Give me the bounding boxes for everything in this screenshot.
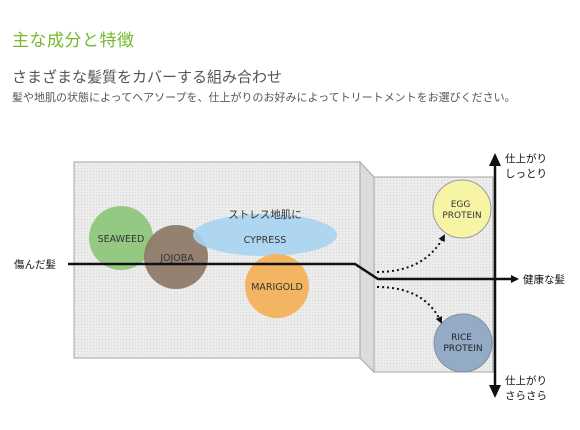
cypress-label: CYPRESS — [244, 235, 287, 246]
egg-protein-line-1: EGG — [451, 200, 471, 210]
egg-protein-label: EGG PROTEIN — [442, 200, 481, 221]
rice-protein-circle — [433, 313, 493, 373]
rice-protein-line-1: RICE — [451, 333, 472, 343]
healthy-hair-label: 健康な髪 — [523, 273, 565, 286]
rice-protein-line-2: PROTEIN — [443, 344, 482, 354]
moist-finish-line-1: 仕上がり — [505, 152, 547, 165]
panel-connector — [359, 160, 375, 374]
rice-protein-label: RICE PROTEIN — [443, 333, 482, 354]
seaweed-label: SEAWEED — [98, 234, 145, 245]
jojoba-label: JOJOBA — [159, 253, 194, 264]
marigold-label: MARIGOLD — [251, 282, 303, 293]
seaweed-circle — [89, 206, 153, 270]
section-title: 主な成分と特徴 — [12, 31, 135, 51]
description-text: 髪や地肌の状態によってヘアソープを、仕上がりのお好みによってトリートメントをお選… — [12, 91, 516, 104]
dotted-arrow-to-rice — [376, 286, 443, 324]
smooth-finish-line-1: 仕上がり — [505, 374, 547, 387]
smooth-finish-line-2: さらさら — [505, 390, 547, 402]
axis-arrow-up — [489, 153, 501, 166]
damage-to-health-line — [68, 262, 505, 281]
axis-arrow-down — [489, 385, 501, 398]
egg-protein-circle — [432, 179, 492, 239]
moist-finish-line-2: しっとり — [505, 168, 547, 180]
moist-finish-label: 仕上がり しっとり — [505, 152, 550, 180]
egg-protein-line-2: PROTEIN — [442, 211, 481, 221]
stress-scalp-label: ストレス地肌に — [228, 208, 302, 221]
smooth-finish-label: 仕上がり さらさら — [505, 374, 550, 402]
damaged-hair-label: 傷んだ髪 — [14, 258, 56, 271]
marigold-circle — [245, 254, 309, 318]
cypress-ellipse — [193, 214, 337, 256]
page-subtitle: さまざまな髪質をカバーする組み合わせ — [12, 68, 283, 86]
jojoba-circle — [144, 225, 208, 289]
